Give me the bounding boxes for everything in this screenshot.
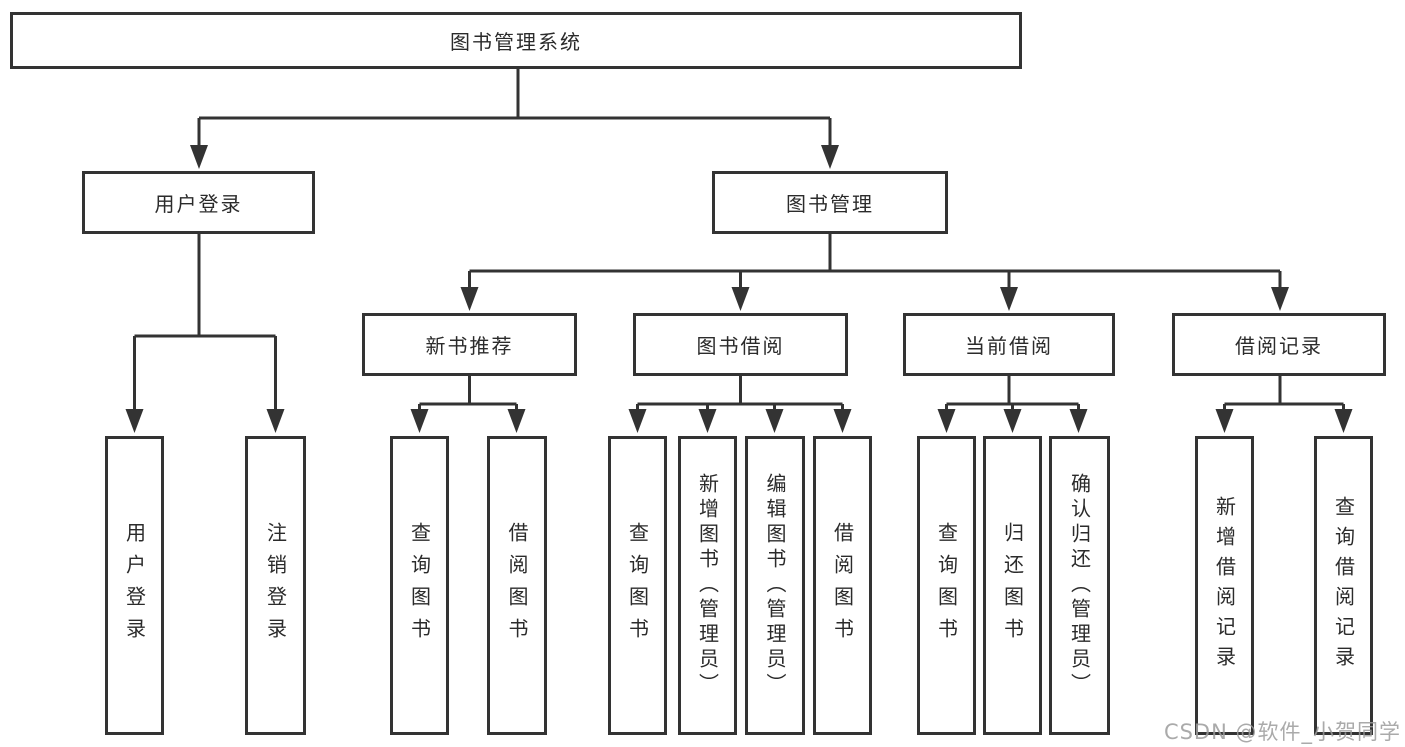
- node-borrowing-records: 借阅记录: [1172, 313, 1386, 376]
- node-label: 归还图书: [1000, 521, 1025, 650]
- arrowhead-down-icon: [410, 409, 429, 433]
- leaf-add-borrow-record: 新增借阅记录: [1195, 436, 1254, 735]
- leaf-query-books-rec: 查询图书: [390, 436, 449, 735]
- node-label: 新增借阅记录: [1212, 495, 1237, 676]
- leaf-borrow-books: 借阅图书: [813, 436, 872, 735]
- arrowhead-down-icon: [266, 409, 285, 433]
- node-label: 借阅图书: [505, 521, 529, 650]
- node-label: 图书借阅: [696, 334, 785, 358]
- node-new-book-recommendation: 新书推荐: [362, 313, 577, 376]
- connector-new-book-rec-to-leaves: [418, 376, 518, 411]
- leaf-add-book-admin: 新增图书（管理员）: [678, 436, 737, 735]
- arrowhead-down-icon: [698, 409, 717, 433]
- arrowhead-down-icon: [628, 409, 647, 433]
- leaf-confirm-return-admin: 确认归还（管理员）: [1049, 436, 1110, 735]
- node-label: 借阅记录: [1235, 334, 1323, 358]
- node-label: 图书管理: [786, 192, 874, 216]
- arrowhead-down-icon: [821, 145, 839, 169]
- leaf-borrow-books-rec: 借阅图书: [487, 436, 547, 735]
- leaf-query-books-borrow: 查询图书: [608, 436, 667, 735]
- node-root-system: 图书管理系统: [10, 12, 1022, 69]
- leaf-edit-book-admin: 编辑图书（管理员）: [745, 436, 805, 735]
- node-label: 借阅图书: [830, 521, 855, 650]
- leaf-query-books-current: 查询图书: [917, 436, 976, 735]
- leaf-query-borrow-record: 查询借阅记录: [1314, 436, 1373, 735]
- arrowhead-down-icon: [1069, 409, 1088, 433]
- leaf-logout: 注销登录: [245, 436, 306, 735]
- node-label: 用户登录: [154, 192, 243, 216]
- arrowhead-down-icon: [833, 409, 852, 433]
- leaf-user-login: 用户登录: [105, 436, 164, 735]
- node-label: 当前借阅: [965, 334, 1053, 358]
- leaf-return-books: 归还图书: [983, 436, 1042, 735]
- node-label: 查询借阅记录: [1331, 495, 1356, 676]
- connector-user-login-to-leaves: [133, 234, 277, 410]
- arrowhead-down-icon: [1271, 287, 1289, 311]
- arrowhead-down-icon: [125, 409, 144, 433]
- node-label: 图书管理系统: [450, 30, 582, 54]
- arrowhead-down-icon: [507, 409, 526, 433]
- arrowhead-down-icon: [765, 409, 784, 433]
- arrowhead-down-icon: [1003, 409, 1022, 433]
- node-label: 查询图书: [934, 521, 959, 650]
- node-label: 新增图书（管理员）: [695, 473, 720, 698]
- csdn-watermark: CSDN @软件_小贺同学: [1163, 720, 1401, 744]
- node-label: 编辑图书（管理员）: [763, 473, 787, 698]
- node-user-login: 用户登录: [82, 171, 315, 234]
- arrowhead-down-icon: [1334, 409, 1353, 433]
- node-current-borrowing: 当前借阅: [903, 313, 1115, 376]
- connector-book-borrow-to-leaves: [636, 376, 844, 411]
- node-label: 确认归还（管理员）: [1067, 473, 1092, 698]
- connector-book-mgmt-to-level3: [468, 234, 1282, 289]
- arrowhead-down-icon: [460, 287, 479, 311]
- connector-root-to-level2: [197, 69, 832, 147]
- arrowhead-down-icon: [1000, 287, 1018, 311]
- node-label: 查询图书: [625, 521, 650, 650]
- node-label: 用户登录: [122, 521, 147, 650]
- arrowhead-down-icon: [190, 145, 208, 169]
- connector-current-borrow-to-leaves: [945, 376, 1080, 411]
- node-book-management: 图书管理: [712, 171, 948, 234]
- connector-borrow-record-to-leaves: [1223, 376, 1345, 411]
- node-label: 注销登录: [263, 521, 288, 650]
- arrowhead-down-icon: [731, 287, 750, 311]
- arrowhead-down-icon: [1215, 409, 1234, 433]
- node-book-borrowing: 图书借阅: [633, 313, 848, 376]
- arrowhead-down-icon: [937, 409, 956, 433]
- node-label: 查询图书: [407, 521, 432, 650]
- node-label: 新书推荐: [425, 334, 514, 358]
